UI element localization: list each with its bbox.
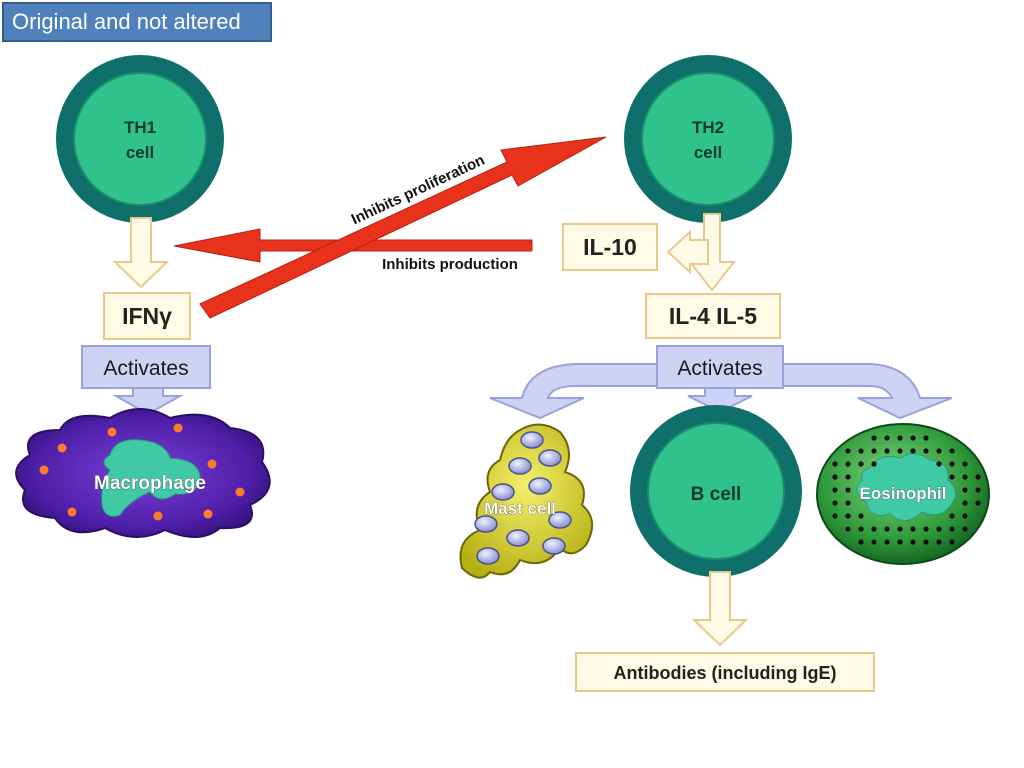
activates-left-box: Activates: [81, 345, 211, 389]
arrow-inhibits-proliferation: [199, 136, 607, 319]
arrow-bcell-down: [691, 571, 749, 647]
granule-dot: [845, 513, 851, 519]
granule-dot: [949, 526, 955, 532]
granule-dot: [897, 435, 903, 441]
granule-dot: [962, 461, 968, 467]
granule-dot: [975, 474, 981, 480]
th1-sublabel: cell: [126, 143, 154, 162]
granule-dot: [845, 474, 851, 480]
il4-il5-label: IL-4 IL-5: [669, 303, 757, 329]
arrow-activates-to-mast: [489, 363, 661, 420]
th2-label: TH2: [692, 118, 724, 137]
granule-dot: [910, 539, 916, 545]
activates-right-label: Activates: [677, 357, 762, 380]
granule-dot: [975, 500, 981, 506]
eosinophil-label: Eosinophil: [860, 484, 947, 503]
granule-dot: [936, 461, 942, 467]
granule-dot: [832, 461, 838, 467]
il4-il5-box: IL-4 IL-5: [645, 293, 781, 339]
th1-cell: TH1 cell: [56, 55, 224, 223]
ifng-box: IFNγ: [103, 292, 191, 340]
granule-dot: [871, 435, 877, 441]
granule-dot: [936, 526, 942, 532]
granule-dot: [832, 500, 838, 506]
granule-dot: [858, 448, 864, 454]
granule-dot: [936, 539, 942, 545]
granule-dot: [897, 448, 903, 454]
granule-dot: [845, 500, 851, 506]
granule-dot: [923, 539, 929, 545]
granule-dot: [858, 526, 864, 532]
activates-left-label: Activates: [103, 357, 188, 380]
eosinophil-granules: [832, 435, 981, 545]
granule-dot: [962, 513, 968, 519]
granule-dot: [910, 526, 916, 532]
granule-dot: [845, 461, 851, 467]
granule-dot: [858, 461, 864, 467]
granule-dot: [962, 500, 968, 506]
granule-dot: [884, 539, 890, 545]
th2-cell: TH2 cell: [624, 55, 792, 223]
granule-dot: [871, 461, 877, 467]
activates-right-box: Activates: [656, 345, 784, 389]
original-tag: Original and not altered: [2, 2, 272, 42]
granule-dot: [975, 487, 981, 493]
granule-dot: [858, 513, 864, 519]
granule-dot: [923, 448, 929, 454]
granule-dot: [845, 487, 851, 493]
granule-dot: [871, 526, 877, 532]
inhibits-production-label: Inhibits production: [382, 256, 518, 273]
il10-box: IL-10: [562, 223, 658, 271]
granule-dot: [949, 474, 955, 480]
granule-dot: [884, 448, 890, 454]
granule-dot: [832, 487, 838, 493]
mast-cell: Mast cell: [459, 423, 593, 579]
mast-cell-label: Mast cell: [484, 499, 556, 518]
macrophage-label: Macrophage: [94, 473, 206, 494]
granule-dot: [897, 526, 903, 532]
b-cell: B cell: [630, 405, 802, 577]
il10-label: IL-10: [583, 234, 637, 260]
antibodies-label: Antibodies (including IgE): [614, 663, 837, 683]
granule-dot: [884, 435, 890, 441]
granule-dot: [949, 539, 955, 545]
arrow-th1-down: [112, 217, 170, 289]
granule-dot: [845, 526, 851, 532]
granule-dot: [910, 435, 916, 441]
arrow-activates-to-eosinophil: [779, 363, 953, 420]
granule-dot: [949, 461, 955, 467]
granule-dot: [949, 448, 955, 454]
granule-dot: [871, 448, 877, 454]
granule-dot: [832, 474, 838, 480]
granule-dot: [923, 435, 929, 441]
granule-dot: [949, 513, 955, 519]
granule-dot: [910, 448, 916, 454]
granule-dot: [936, 448, 942, 454]
b-cell-label: B cell: [691, 484, 742, 505]
eosinophil-cell: Eosinophil: [816, 423, 990, 565]
granule-dot: [962, 526, 968, 532]
granule-dot: [884, 526, 890, 532]
granule-dot: [923, 526, 929, 532]
granule-dot: [897, 539, 903, 545]
granule-dot: [845, 448, 851, 454]
granule-dot: [871, 539, 877, 545]
th1-label: TH1: [124, 118, 156, 137]
granule-dot: [858, 539, 864, 545]
arrow-to-il10: [666, 229, 709, 275]
ifng-label: IFNγ: [122, 303, 172, 329]
granule-dot: [962, 474, 968, 480]
th2-sublabel: cell: [694, 143, 722, 162]
antibodies-box: Antibodies (including IgE): [575, 652, 875, 692]
granule-dot: [832, 513, 838, 519]
macrophage-cell: Macrophage: [15, 408, 271, 539]
granule-dot: [962, 487, 968, 493]
